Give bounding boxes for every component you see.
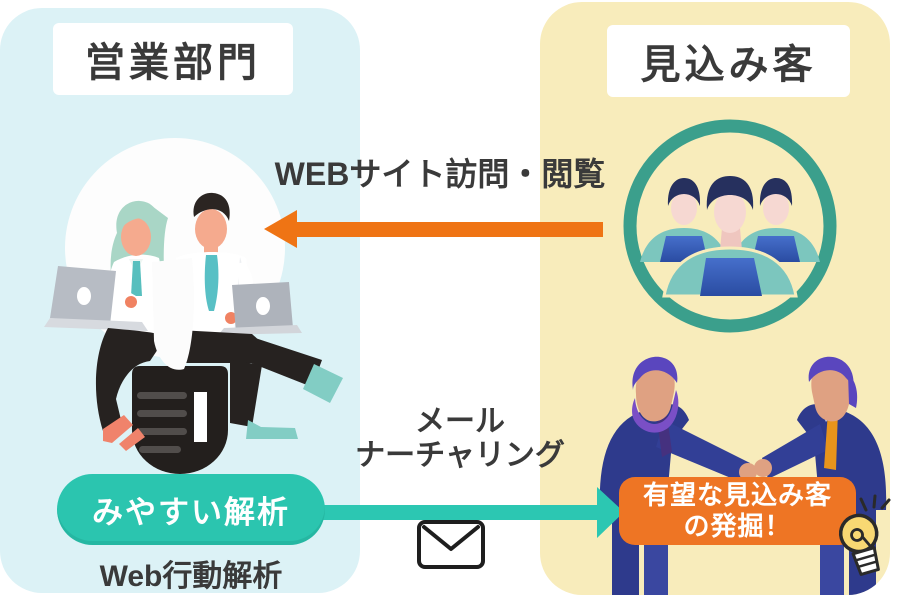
analysis-pill: みやすい解析	[57, 474, 325, 545]
promising-prospects-badge: 有望な見込み客 の発掘！	[619, 477, 856, 545]
sales-department-title-box: 営業部門	[53, 23, 293, 95]
visit-arrow-label: WEBサイト訪問・閲覧	[274, 156, 606, 192]
badge-line1: 有望な見込み客	[642, 480, 832, 510]
nurture-arrow-label: メール ナーチャリング	[340, 405, 580, 473]
analysis-pill-label: みやすい解析	[92, 495, 290, 530]
sales-department-title: 営業部門	[85, 41, 261, 85]
web-analysis-caption: Web行動解析	[99, 560, 283, 593]
prospects-title-box: 見込み客	[607, 25, 850, 97]
badge-line2: の発掘！	[683, 511, 792, 541]
prospects-title: 見込み客	[640, 43, 817, 87]
nurture-label-line1: メール	[415, 405, 505, 438]
nurture-label-line2: ナーチャリング	[355, 439, 565, 472]
mail-icon	[417, 520, 485, 569]
